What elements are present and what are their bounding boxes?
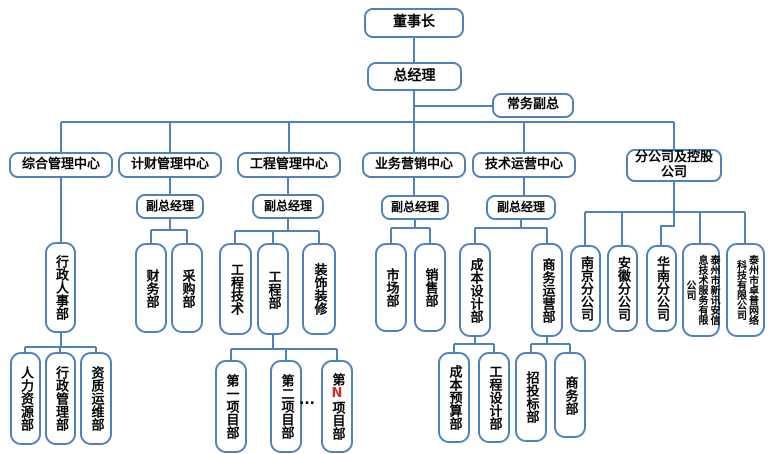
- node-general-manager: 总经理: [367, 62, 462, 91]
- node-branch-zhuopu: 泰州市卓普网络科技有限公司: [726, 243, 765, 337]
- node-dept-market: 市场部: [375, 243, 407, 332]
- node-center-admin: 综合管理中心: [9, 152, 113, 178]
- node-dept-bidding: 招投标部: [515, 352, 547, 442]
- node-dept-eng-design: 工程设计部: [478, 352, 510, 443]
- node-deputy-gm-tech-ops: 副总经理: [486, 195, 556, 220]
- node-branch-nanjing: 南京分公司: [570, 245, 601, 332]
- node-center-finance: 计财管理中心: [118, 152, 222, 178]
- node-dept-procurement: 采购部: [171, 243, 203, 333]
- node-project-1: 第一项目部: [215, 360, 247, 453]
- node-dept-cost-budget: 成本预算部: [438, 352, 470, 443]
- node-dept-finance: 财务部: [135, 243, 167, 333]
- node-dept-hr: 人力资源部: [10, 352, 41, 445]
- node-dept-engineering: 工程部: [257, 243, 289, 335]
- node-dept-eng-tech: 工程技术: [219, 243, 252, 335]
- node-dept-sales: 销售部: [414, 243, 446, 332]
- project-n-prefix: 第: [329, 373, 345, 386]
- node-dept-business-ops: 商务运营部: [531, 243, 563, 337]
- project-n-variable: N: [329, 386, 345, 401]
- node-executive-deputy-gm: 常务副总: [492, 93, 574, 118]
- node-deputy-gm-marketing: 副总经理: [381, 195, 449, 220]
- project-ellipsis: ...: [299, 392, 315, 408]
- node-dept-admin-mgmt: 行政管理部: [45, 352, 76, 445]
- node-dept-qualification-ops: 资质运维部: [80, 352, 112, 445]
- node-project-2: 第二项目部: [270, 360, 302, 453]
- node-branch-xinxunan: 泰州市新讯安信息技术服务有限公司: [682, 243, 720, 337]
- node-deputy-gm-finance: 副总经理: [136, 194, 204, 219]
- node-branch-anhui: 安徽分公司: [607, 245, 638, 332]
- node-deputy-gm-engineering: 副总经理: [252, 194, 324, 219]
- node-chairman: 董事长: [364, 8, 464, 38]
- node-center-branches: 分公司及控股公司: [626, 149, 722, 182]
- node-dept-business: 商务部: [554, 352, 586, 438]
- node-center-marketing: 业务营销中心: [362, 152, 466, 178]
- node-center-engineering: 工程管理中心: [237, 152, 341, 178]
- project-n-suffix: 项目部: [329, 401, 345, 440]
- node-center-tech-ops: 技术运营中心: [472, 152, 576, 178]
- node-dept-decoration: 装饰装修: [302, 243, 336, 335]
- node-dept-admin-hr: 行政人事部: [45, 242, 76, 333]
- node-branch-south-china: 华南分公司: [646, 245, 677, 332]
- node-dept-cost-design: 成本设计部: [459, 243, 491, 337]
